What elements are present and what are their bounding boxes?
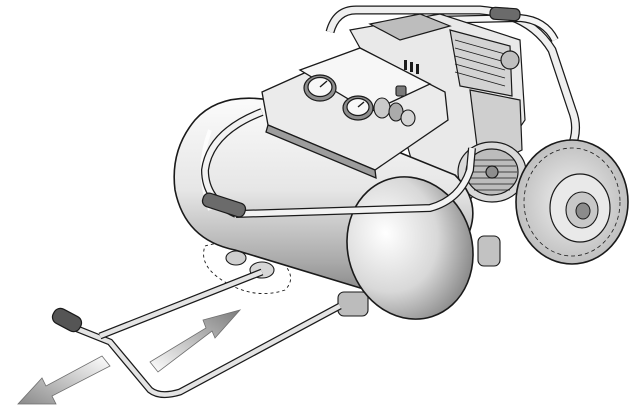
rear-handle-grip[interactable] bbox=[489, 6, 521, 22]
rear-frame bbox=[325, 5, 580, 153]
regulator-knobs[interactable] bbox=[373, 85, 416, 127]
front-handle-grip[interactable] bbox=[201, 192, 247, 219]
double-headed-arrow-icon bbox=[17, 309, 242, 405]
tow-handle[interactable] bbox=[58, 268, 342, 399]
tow-handle-grip[interactable] bbox=[50, 306, 84, 334]
wheel bbox=[515, 139, 629, 265]
fan-shroud bbox=[457, 141, 527, 203]
pressure-gauge-icon bbox=[303, 74, 337, 102]
air-tank bbox=[173, 97, 474, 320]
pressure-gauge-icon bbox=[342, 95, 374, 121]
tank-feet bbox=[203, 235, 501, 317]
panel-vents bbox=[404, 60, 419, 74]
